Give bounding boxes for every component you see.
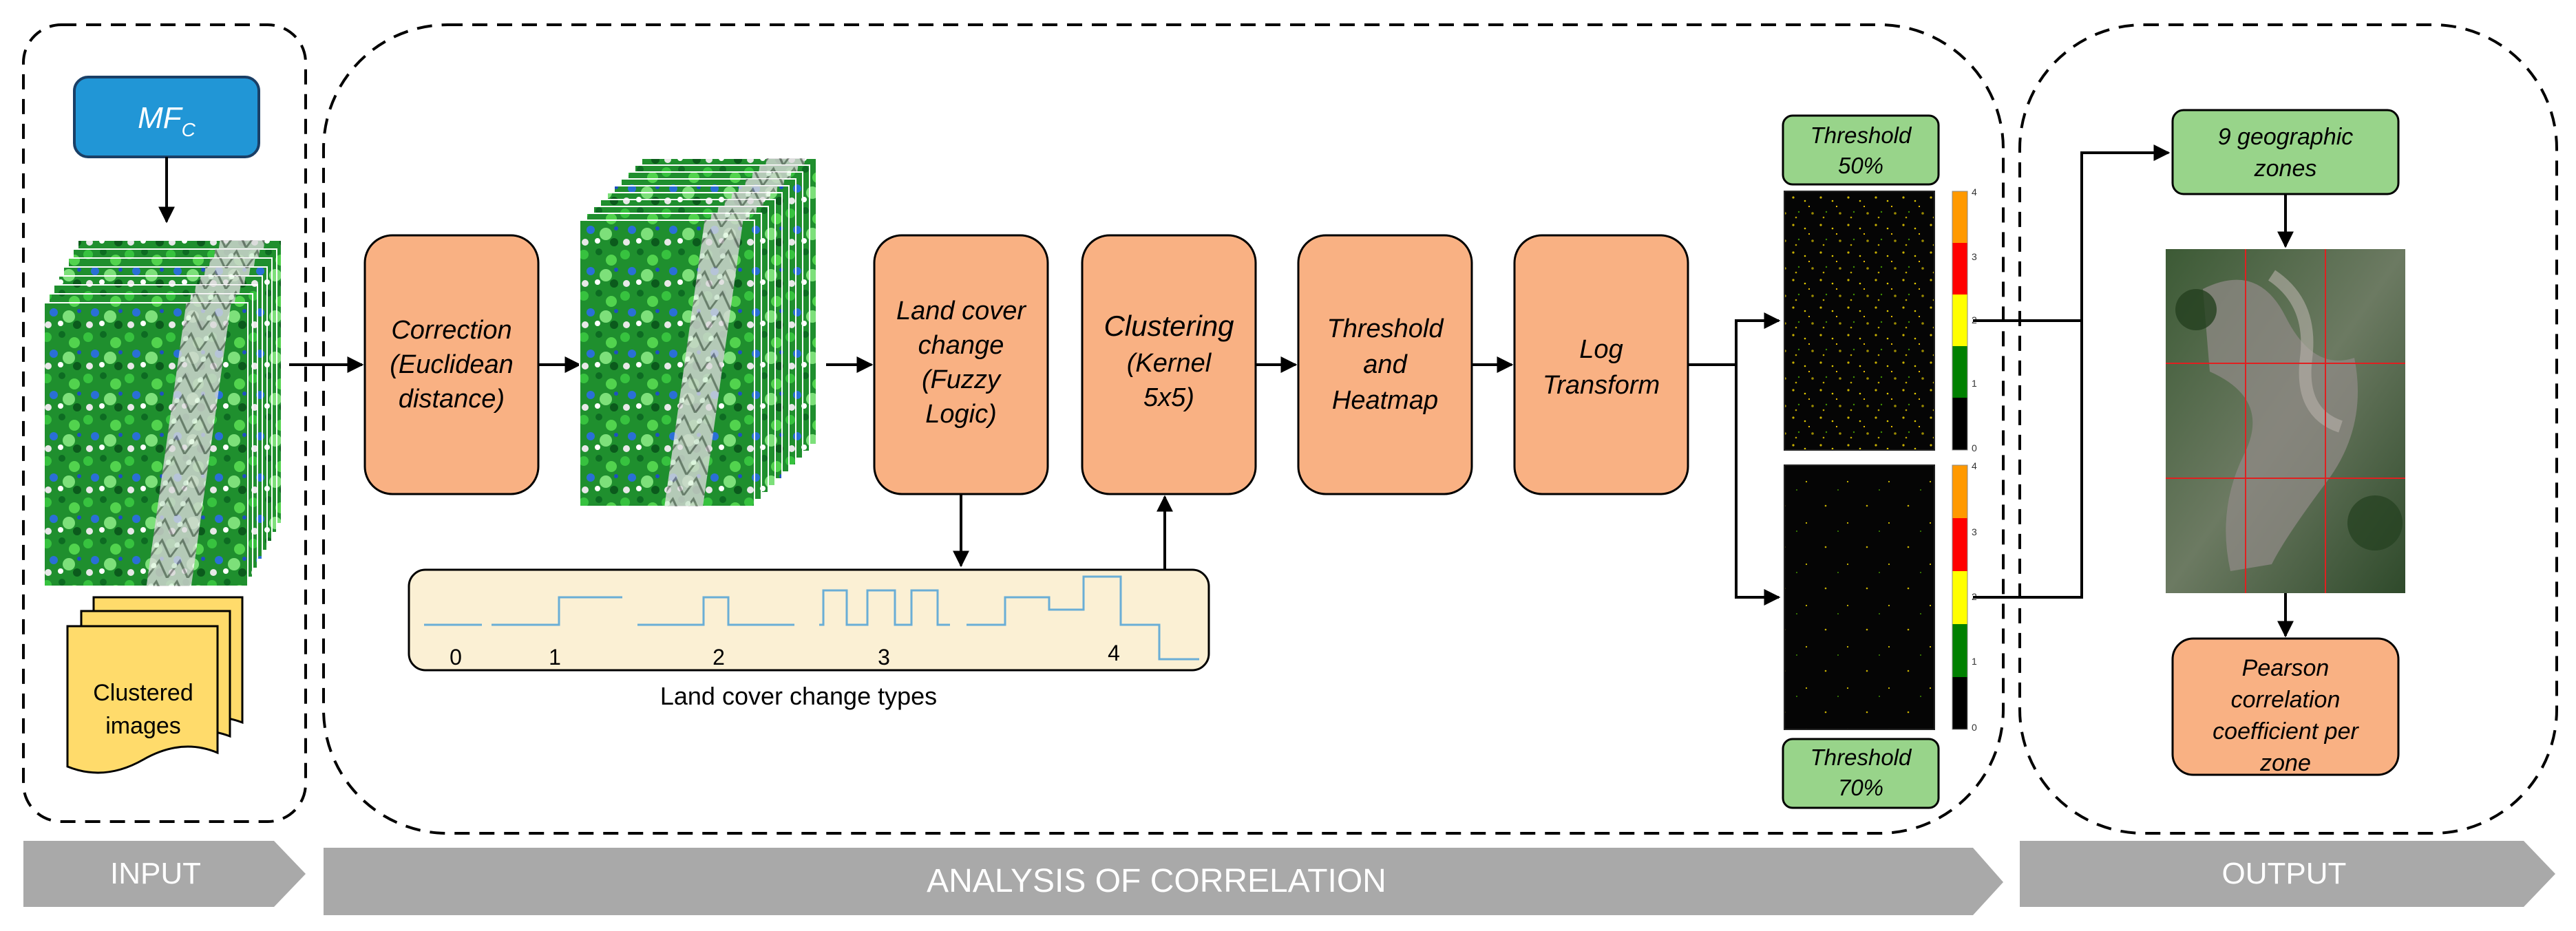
log-transform-box [1513,234,1689,495]
svg-text:1: 1 [1972,378,1977,389]
change-type-label-1: 1 [549,645,561,670]
input-image-layer [43,302,249,587]
svg-text:1: 1 [1972,656,1977,667]
input-section-frame [22,23,307,823]
arrow-log-to-heatmap-70 [1735,365,1781,606]
colorbar-50 [1952,191,1968,451]
arrow-heatmaps-to-zones [1973,145,2171,322]
analysis-section-frame [322,23,2005,835]
input-image-stack [43,239,282,587]
input-banner [23,841,306,907]
change-type-label-0: 0 [450,645,462,670]
heatmap-70-image [1784,464,1935,730]
change-types-signals [424,575,1199,661]
mfc-label: MFC [138,101,196,140]
change-types-panel [408,568,1210,672]
signal-type-4 [967,575,1199,661]
svg-text:4: 4 [1972,460,1977,471]
arrow-log-to-heatmap-50 [1688,312,1781,366]
land-cover-change-box [873,234,1049,495]
signal-type-2 [637,596,794,626]
corrected-image-layer [579,220,755,507]
document-stack-icon [66,596,244,774]
svg-text:4: 4 [1972,186,1977,197]
input-banner-label: INPUT [110,857,201,890]
change-type-labels: 0 1 2 3 4 [450,641,1120,670]
change-type-label-3: 3 [878,645,890,670]
pearson-box [2171,637,2400,776]
svg-text:3: 3 [1972,251,1977,262]
svg-text:3: 3 [1972,526,1977,537]
change-type-label-2: 2 [712,645,725,670]
svg-text:0: 0 [1972,442,1977,453]
output-banner [2020,841,2555,907]
corrected-image-stack [579,158,817,507]
signal-type-3 [819,589,950,626]
analysis-banner-label: ANALYSIS OF CORRELATION [927,863,1386,899]
output-banner-label: OUTPUT [2222,857,2347,890]
svg-text:0: 0 [1972,722,1977,733]
analysis-banner [324,848,2003,915]
change-types-caption: Land cover change types [660,682,937,710]
threshold-50-box [1782,114,1940,186]
signal-type-1 [492,596,622,626]
colorbar-70 [1952,464,1968,730]
geographic-zones-map [2166,249,2405,593]
heatmap-50-image [1784,191,1935,451]
threshold-70-box [1782,738,1940,809]
connector-heatmap-70 [1973,321,2083,599]
change-type-label-4: 4 [1108,641,1120,665]
